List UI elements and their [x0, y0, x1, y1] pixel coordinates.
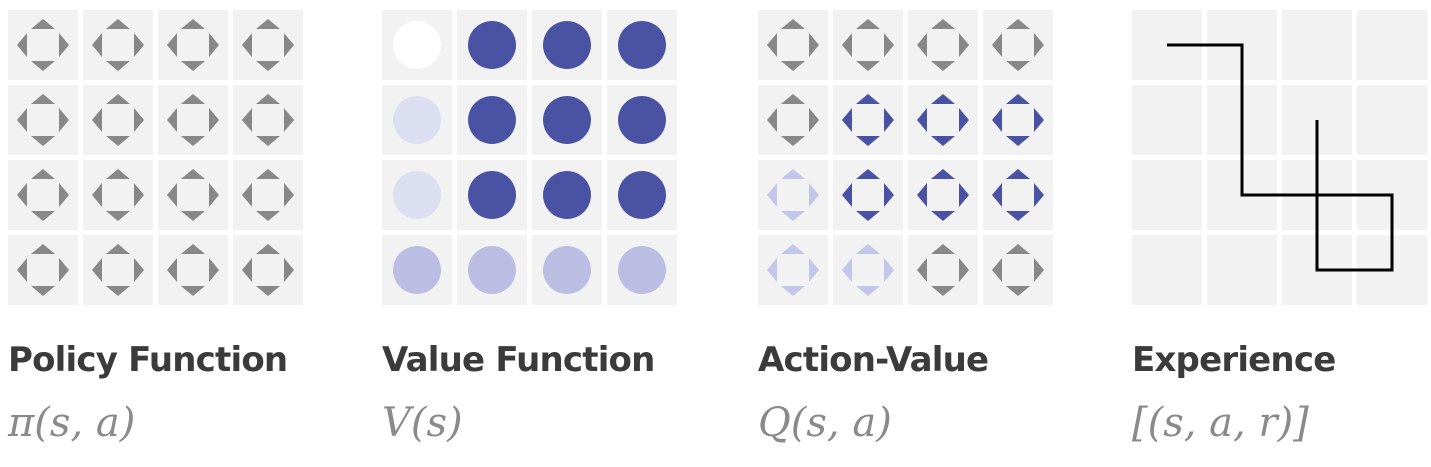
state-value-dot [468, 21, 516, 69]
action-value-grid [758, 10, 1053, 305]
policy-formula: π(s, a) [8, 400, 136, 446]
grid-cell [1357, 10, 1427, 80]
state-value-dot [618, 246, 666, 294]
action-arrows-icon [992, 19, 1044, 71]
action-arrows-icon [992, 94, 1044, 146]
experience-grid [1132, 10, 1427, 305]
action-arrows-icon [17, 169, 69, 221]
value-formula: V(s) [382, 400, 463, 446]
state-value-dot [468, 96, 516, 144]
action-arrows-icon [92, 94, 144, 146]
action-arrows-icon [242, 244, 294, 296]
policy-grid [8, 10, 303, 305]
action-value-formula: Q(s, a) [758, 400, 892, 446]
action-arrows-icon [242, 19, 294, 71]
policy-title: Policy Function [8, 340, 288, 380]
action-arrows-icon [842, 244, 894, 296]
action-arrows-icon [842, 169, 894, 221]
action-arrows-icon [917, 94, 969, 146]
state-value-dot [393, 96, 441, 144]
action-arrows-icon [842, 19, 894, 71]
action-arrows-icon [167, 244, 219, 296]
action-arrows-icon [167, 19, 219, 71]
action-arrows-icon [167, 169, 219, 221]
action-arrows-icon [767, 94, 819, 146]
action-arrows-icon [17, 94, 69, 146]
action-arrows-icon [917, 169, 969, 221]
action-arrows-icon [842, 94, 894, 146]
action-arrows-icon [92, 19, 144, 71]
action-arrows-icon [242, 169, 294, 221]
state-value-dot [393, 21, 441, 69]
action-arrows-icon [242, 94, 294, 146]
action-arrows-icon [992, 169, 1044, 221]
state-value-dot [543, 246, 591, 294]
action-arrows-icon [92, 169, 144, 221]
grid-cell [1357, 85, 1427, 155]
state-value-dot [543, 21, 591, 69]
action-arrows-icon [92, 244, 144, 296]
action-arrows-icon [17, 19, 69, 71]
experience-title: Experience [1132, 340, 1336, 380]
value-grid [382, 10, 677, 305]
action-arrows-icon [917, 19, 969, 71]
state-value-dot [618, 96, 666, 144]
state-value-dot [468, 246, 516, 294]
action-arrows-icon [992, 244, 1044, 296]
value-title: Value Function [382, 340, 655, 380]
grid-cell [1132, 85, 1202, 155]
grid-cell [1207, 235, 1277, 305]
grid-cell [1132, 235, 1202, 305]
action-value-title: Action-Value [758, 340, 989, 380]
state-value-dot [543, 96, 591, 144]
action-arrows-icon [767, 244, 819, 296]
state-value-dot [543, 171, 591, 219]
action-arrows-icon [767, 19, 819, 71]
action-arrows-icon [167, 94, 219, 146]
trajectory-path [1167, 43, 1394, 272]
action-arrows-icon [917, 244, 969, 296]
action-arrows-icon [767, 169, 819, 221]
state-value-dot [618, 21, 666, 69]
state-value-dot [468, 171, 516, 219]
grid-cell [1132, 160, 1202, 230]
grid-cell [1282, 10, 1352, 80]
action-arrows-icon [17, 244, 69, 296]
state-value-dot [393, 246, 441, 294]
experience-formula: [(s, a, r)] [1132, 400, 1309, 446]
state-value-dot [393, 171, 441, 219]
state-value-dot [618, 171, 666, 219]
